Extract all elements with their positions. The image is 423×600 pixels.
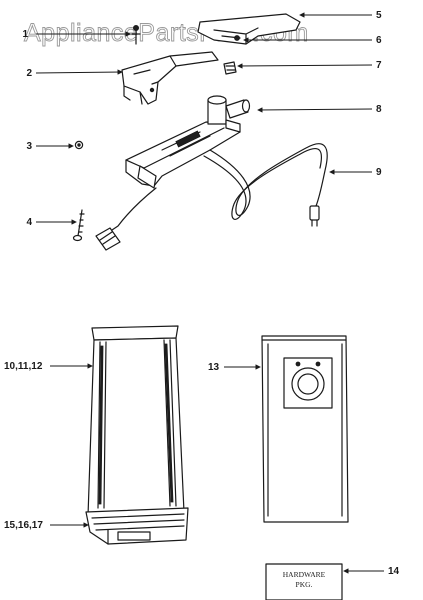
callout-14: 14 — [388, 566, 400, 577]
callout-10-11-12: 10,11,12 — [4, 361, 43, 372]
part-2-channel — [121, 51, 219, 105]
callout-9: 9 — [376, 167, 382, 178]
part-7-nut — [223, 61, 237, 75]
callout-15-16-17: 15,16,17 — [4, 520, 43, 531]
part-9-cord — [99, 143, 328, 239]
callout-1: 1 — [22, 29, 28, 40]
hardware-label-line2: PKG. — [296, 580, 313, 589]
callout-3: 3 — [26, 141, 32, 152]
part-13-bag — [261, 335, 349, 523]
leader-lines — [35, 12, 384, 574]
part-9-connector — [95, 227, 121, 251]
callout-labels: 1 2 3 4 5 6 7 8 9 10,11,12 13 14 15,16,1… — [4, 10, 400, 577]
part-10-11-12-housing — [85, 325, 189, 545]
callout-8: 8 — [376, 104, 382, 115]
callout-13: 13 — [208, 362, 220, 373]
part-3-nut — [74, 140, 84, 150]
callout-4: 4 — [26, 217, 32, 228]
part-8-assembly — [125, 95, 251, 189]
callout-6: 6 — [376, 35, 382, 46]
part-14-hardware-package: HARDWARE PKG. — [265, 563, 343, 600]
callout-7: 7 — [376, 60, 382, 71]
callout-5: 5 — [376, 10, 382, 21]
part-1-screw — [131, 24, 141, 45]
part-5-bracket — [197, 13, 301, 45]
hardware-label-line1: HARDWARE — [283, 570, 326, 579]
part-6-screw — [234, 35, 240, 41]
callout-2: 2 — [26, 68, 32, 79]
part-4-screw — [72, 209, 85, 242]
